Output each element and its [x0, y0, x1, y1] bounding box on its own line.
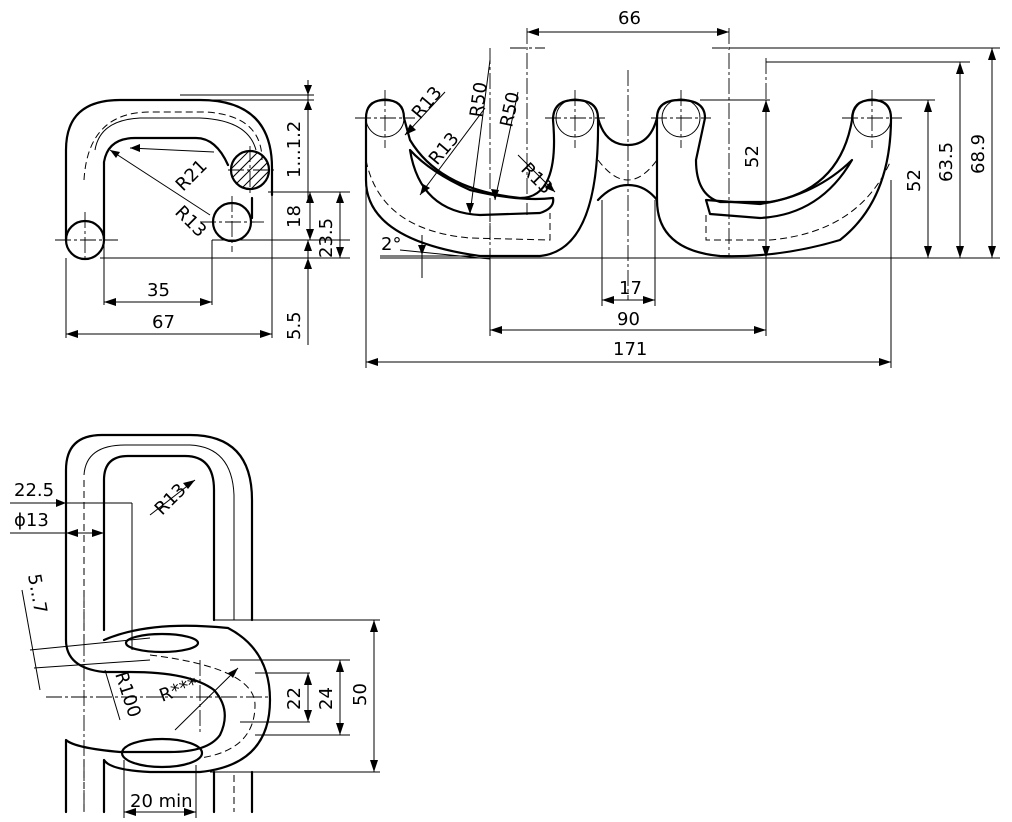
dim-R13-side: R13 — [170, 202, 210, 242]
dim-52-inner: 52 — [742, 145, 763, 168]
bottom-view-outer-contour — [64, 433, 254, 642]
dim-R50-a: R50 — [466, 81, 492, 119]
wire-section-upper — [124, 632, 200, 654]
front-view-left-slot — [408, 148, 555, 217]
dim-R50-b: R50 — [496, 90, 524, 129]
dim-17: 17 — [619, 278, 642, 299]
dim-63.5: 63.5 — [936, 142, 957, 182]
dim-phi13: ϕ13 — [14, 510, 49, 531]
front-view-right-cup-outer — [655, 98, 893, 258]
dim-22.5: 22.5 — [14, 480, 54, 501]
dim-18: 18 — [284, 205, 305, 228]
dim-52: 52 — [904, 169, 925, 192]
dim-gap-1-1.2: 1...1.2 — [284, 121, 305, 178]
dim-35: 35 — [147, 280, 170, 301]
dim-5.5: 5.5 — [284, 311, 305, 340]
side-view-inner-contour — [102, 136, 230, 242]
front-view-right-slot — [704, 158, 854, 220]
dim-24: 24 — [316, 687, 337, 710]
dim-68.9: 68.9 — [968, 134, 989, 174]
wire-section-lower — [120, 737, 204, 769]
dim-66: 66 — [618, 8, 641, 29]
bottom-view: 22.5 ϕ13 R13 5...7 R100 R*** 22 24 50 20… — [10, 433, 380, 818]
dim-171: 171 — [613, 339, 647, 360]
dim-50: 50 — [350, 683, 371, 706]
dim-23.5: 23.5 — [316, 218, 337, 258]
dim-R100: R100 — [110, 669, 144, 720]
front-view: 66 171 90 17 52 52 63.5 68.9 2° R13 R13 … — [355, 8, 1000, 368]
bottom-view-loop — [64, 638, 226, 814]
dim-R21: R21 — [172, 156, 212, 196]
dim-5-7: 5...7 — [23, 572, 51, 615]
dim-20-min: 20 min — [130, 791, 193, 812]
dim-67: 67 — [152, 312, 175, 333]
dim-R13-inner: R13 — [516, 159, 556, 199]
dim-90: 90 — [617, 309, 640, 330]
side-view: 35 67 R21 R13 1...1.2 18 23.5 5.5 — [55, 80, 350, 345]
dim-R13-bottom: R13 — [151, 480, 191, 520]
dim-R13-top: R13 — [408, 83, 447, 124]
front-view-middle-arch — [596, 116, 659, 147]
bottom-view-inner-contour — [102, 454, 216, 632]
dim-22: 22 — [284, 687, 305, 710]
dim-2-degrees: 2° — [381, 234, 401, 255]
dim-R-star: R*** — [157, 673, 201, 706]
